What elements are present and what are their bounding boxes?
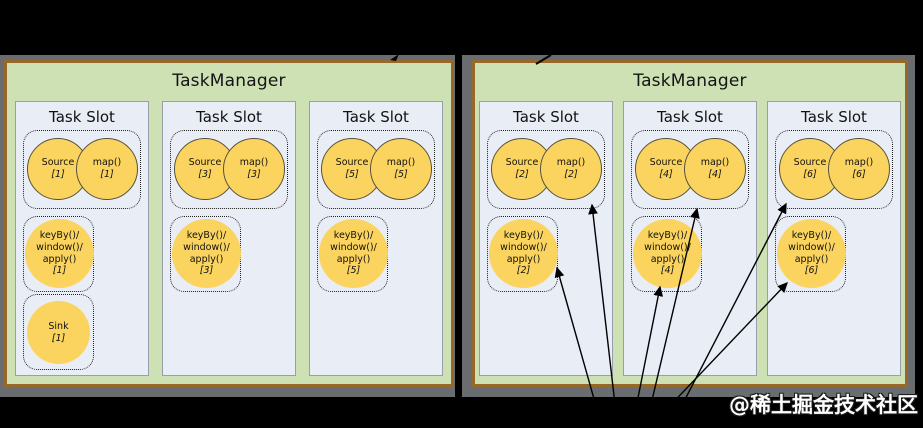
operator-subtask-id: [5]: [345, 169, 359, 180]
task-slot-3: Task Slot Source [5] map() [5] k: [309, 101, 443, 376]
operator-label: apply(): [336, 253, 371, 265]
operator-label: keyBy()/: [186, 229, 227, 241]
operator-label: map(): [386, 157, 416, 169]
source-map-group: Source [4] map() [4]: [631, 130, 749, 209]
keyby-group: keyBy()/ window()/ apply() [6]: [775, 216, 846, 292]
map-operator: map() [1]: [76, 138, 138, 200]
operator-label: window()/: [183, 241, 230, 253]
operator-label: keyBy()/: [791, 229, 832, 241]
taskmanager-title: TaskManager: [172, 71, 286, 91]
task-slot-row: Task Slot Source [1] map() [1] k: [7, 101, 451, 376]
taskmanager-panel-right: TaskManager Task Slot Source [2] map() […: [462, 55, 915, 397]
operator-subtask-id: [2]: [564, 169, 578, 180]
taskmanager-box-right: TaskManager Task Slot Source [2] map() […: [472, 60, 908, 387]
map-operator: map() [2]: [540, 138, 602, 200]
operator-label: keyBy()/: [333, 229, 374, 241]
task-slot-5: Task Slot Source [4] map() [4] k: [623, 101, 757, 376]
operator-subtask-id: [1]: [51, 332, 66, 344]
keyby-group: keyBy()/ window()/ apply() [2]: [487, 216, 558, 292]
keyby-group: keyBy()/ window()/ apply() [5]: [317, 216, 388, 292]
operator-label: keyBy()/: [39, 229, 80, 241]
operator-label: window()/: [644, 241, 691, 253]
keyby-operator: keyBy()/ window()/ apply() [4]: [633, 219, 702, 288]
source-map-group: Source [2] map() [2]: [487, 130, 605, 209]
keyby-group: keyBy()/ window()/ apply() [3]: [170, 216, 241, 292]
operator-subtask-id: [1]: [52, 265, 67, 277]
operator-label: Source: [505, 157, 539, 169]
task-slot-6: Task Slot Source [6] map() [6] k: [767, 101, 901, 376]
operator-label: map(): [556, 157, 586, 169]
source-operator: Source [3]: [174, 138, 236, 200]
task-slot-row: Task Slot Source [2] map() [2] k: [475, 101, 905, 376]
operator-label: map(): [92, 157, 122, 169]
keyby-operator: keyBy()/ window()/ apply() [6]: [777, 219, 846, 288]
operator-subtask-id: [2]: [515, 169, 529, 180]
keyby-operator: keyBy()/ window()/ apply() [5]: [319, 219, 388, 288]
task-slot-title: Task Slot: [49, 108, 115, 126]
keyby-group: keyBy()/ window()/ apply() [4]: [631, 216, 702, 292]
operator-subtask-id: [5]: [346, 265, 361, 277]
keyby-operator: keyBy()/ window()/ apply() [1]: [25, 219, 94, 288]
keyby-group: keyBy()/ window()/ apply() [1]: [23, 216, 94, 292]
keyby-operator: keyBy()/ window()/ apply() [3]: [172, 219, 241, 288]
operator-label: map(): [700, 157, 730, 169]
operator-label: Source: [188, 157, 222, 169]
source-map-group: Source [3] map() [3]: [170, 130, 288, 209]
taskmanager-panel-left: TaskManager Task Slot Source [1] map() […: [0, 55, 455, 397]
operator-subtask-id: [3]: [247, 169, 261, 180]
keyby-operator: keyBy()/ window()/ apply() [2]: [489, 219, 558, 288]
operator-subtask-id: [4]: [660, 265, 675, 277]
operator-subtask-id: [6]: [803, 169, 817, 180]
task-slot-title: Task Slot: [196, 108, 262, 126]
task-slot-title: Task Slot: [657, 108, 723, 126]
map-operator: map() [6]: [828, 138, 890, 200]
source-map-group: Source [1] map() [1]: [23, 130, 141, 209]
operator-label: Source: [793, 157, 827, 169]
operator-label: window()/: [330, 241, 377, 253]
operator-subtask-id: [6]: [852, 169, 866, 180]
operator-subtask-id: [2]: [516, 265, 531, 277]
operator-label: apply(): [506, 253, 541, 265]
map-operator: map() [3]: [223, 138, 285, 200]
operator-label: keyBy()/: [503, 229, 544, 241]
operator-label: keyBy()/: [647, 229, 688, 241]
task-slot-title: Task Slot: [801, 108, 867, 126]
task-slot-2: Task Slot Source [3] map() [3] k: [162, 101, 296, 376]
operator-label: Source: [41, 157, 75, 169]
watermark-text: @稀土掘金技术社区: [729, 393, 918, 417]
taskmanager-box-left: TaskManager Task Slot Source [1] map() […: [4, 60, 454, 387]
operator-subtask-id: [6]: [804, 265, 819, 277]
operator-subtask-id: [1]: [51, 169, 65, 180]
task-slot-title: Task Slot: [513, 108, 579, 126]
map-operator: map() [5]: [370, 138, 432, 200]
operator-label: apply(): [650, 253, 685, 265]
operator-label: window()/: [500, 241, 547, 253]
map-operator: map() [4]: [684, 138, 746, 200]
operator-label: Source: [649, 157, 683, 169]
operator-label: Source: [335, 157, 369, 169]
operator-label: window()/: [788, 241, 835, 253]
taskmanager-title: TaskManager: [633, 71, 747, 91]
operator-label: window()/: [36, 241, 83, 253]
sink-group: Sink [1]: [23, 294, 94, 370]
operator-label: apply(): [42, 253, 77, 265]
operator-subtask-id: [3]: [198, 169, 212, 180]
operator-subtask-id: [4]: [659, 169, 673, 180]
operator-label: Sink: [48, 320, 69, 332]
operator-label: map(): [239, 157, 269, 169]
task-slot-4: Task Slot Source [2] map() [2] k: [479, 101, 613, 376]
operator-subtask-id: [5]: [394, 169, 408, 180]
operator-subtask-id: [3]: [199, 265, 214, 277]
operator-subtask-id: [1]: [100, 169, 114, 180]
source-map-group: Source [6] map() [6]: [775, 130, 893, 209]
source-operator: Source [4]: [635, 138, 697, 200]
task-slot-1: Task Slot Source [1] map() [1] k: [15, 101, 149, 376]
sink-operator: Sink [1]: [27, 301, 90, 364]
operator-label: map(): [844, 157, 874, 169]
operator-label: apply(): [189, 253, 224, 265]
operator-label: apply(): [794, 253, 829, 265]
operator-subtask-id: [4]: [708, 169, 722, 180]
task-slot-title: Task Slot: [343, 108, 409, 126]
source-map-group: Source [5] map() [5]: [317, 130, 435, 209]
